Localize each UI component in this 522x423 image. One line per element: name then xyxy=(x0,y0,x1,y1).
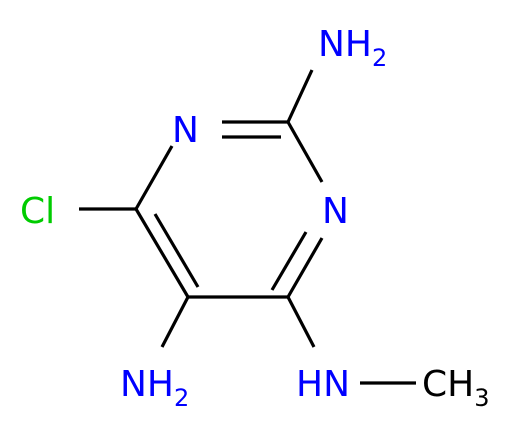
bond-c2-n3 xyxy=(286,121,324,183)
atom-nh2-top: NH2 xyxy=(318,24,387,72)
bond-c6-c5-inner xyxy=(153,213,200,288)
bond-c2-nh2 xyxy=(286,69,314,123)
atom-nh2-bottom: NH2 xyxy=(120,364,189,412)
atom-ch3: CH3 xyxy=(422,364,490,412)
bond-c4-nh xyxy=(286,296,316,348)
bond-n1-c6 xyxy=(134,145,174,210)
bonds xyxy=(79,69,416,385)
bond-c4-n3-inner xyxy=(270,231,308,291)
atom-labels: NH2 N N Cl NH2 HN CH3 xyxy=(20,24,490,412)
bond-c5-nh2 xyxy=(160,296,190,348)
bond-c4-n3 xyxy=(286,237,324,298)
bond-c6-c5 xyxy=(134,208,190,298)
atom-n-ring-top: N xyxy=(172,110,199,151)
atom-n-ring-right: N xyxy=(322,191,349,232)
atom-cl: Cl xyxy=(20,191,55,232)
atom-nh: HN xyxy=(296,364,350,405)
